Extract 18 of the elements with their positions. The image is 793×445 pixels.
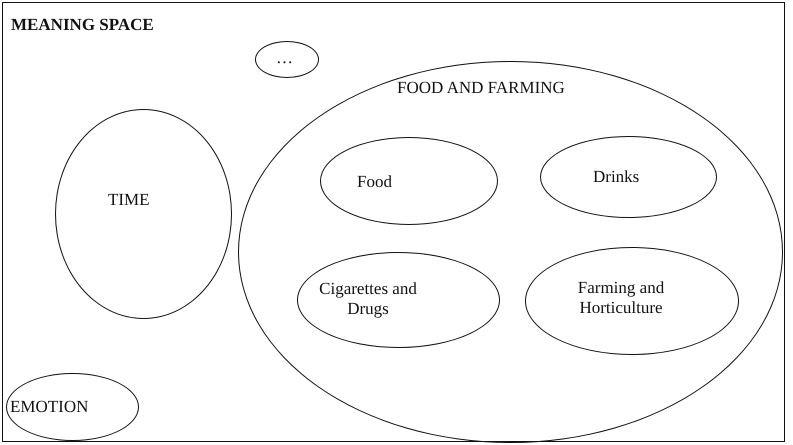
frame-label: MEANING SPACE [11,15,154,36]
ellipse-label: FOOD AND FARMING [397,78,565,98]
ellipse [320,137,498,225]
ellipse [525,247,739,355]
ellipse [255,41,319,78]
ellipse [55,109,232,319]
ellipse-label: Cigarettes and Drugs [318,279,418,320]
ellipse-label: Drinks [593,167,640,188]
ellipse [297,252,500,348]
ellipse [238,61,783,443]
ellipse-label: TIME [108,190,150,210]
ellipse-label: … [276,48,293,68]
frame-box [2,2,785,442]
ellipse [540,136,717,218]
ellipse [6,373,139,441]
ellipse-label: Farming and Horticulture [576,278,666,319]
ellipse-label: EMOTION [10,397,88,418]
ellipse-label: Food [357,172,392,192]
